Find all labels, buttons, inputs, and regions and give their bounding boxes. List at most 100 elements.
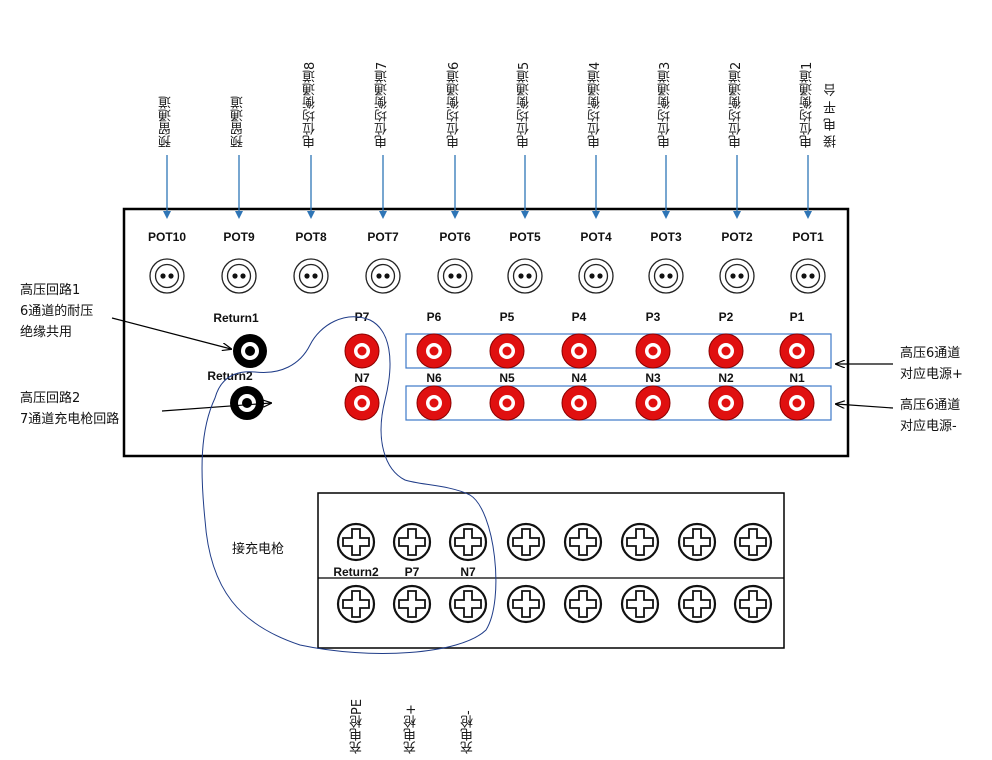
screw-cross — [569, 528, 597, 556]
pot-socket-pin — [597, 273, 603, 279]
hv-loop1-desc: 6通道的耐压 — [20, 304, 94, 319]
pot-channel-label: 电位均衡通道2 — [729, 61, 744, 148]
n-terminal-center — [502, 398, 512, 408]
hv6-minus-desc: 对应电源- — [900, 419, 957, 434]
pot-socket-pin — [160, 273, 166, 279]
screw-cross — [569, 590, 597, 618]
pot-socket-pin — [738, 273, 744, 279]
p-row-box — [405, 333, 832, 369]
main-panel — [122, 207, 850, 458]
screw-cross — [512, 528, 540, 556]
n-terminal-label: N1 — [789, 371, 805, 385]
pot-channel-label: 电位均衡通道7 — [375, 61, 390, 148]
pot-port-label: POT1 — [792, 230, 824, 244]
pot-socket-pin — [240, 273, 246, 279]
n-row-box — [405, 385, 832, 421]
hv6-plus-desc: 对应电源+ — [900, 367, 963, 382]
charging-gun-pin-label: 充电枪- — [461, 710, 476, 754]
pot-channel-label: 电位均衡通道3 — [658, 61, 673, 148]
p-terminal-center — [502, 346, 512, 356]
hv-loop2-desc: 7通道充电枪回路 — [20, 412, 120, 427]
pot-socket-pin — [456, 273, 462, 279]
pot-socket-pin — [518, 273, 524, 279]
n-terminal-center — [792, 398, 802, 408]
p-terminal-label: P5 — [500, 310, 515, 324]
screw-cross — [683, 590, 711, 618]
n-terminal-label: N3 — [645, 371, 661, 385]
terminal-block — [317, 492, 785, 649]
p-terminal-center — [429, 346, 439, 356]
screw-cross — [626, 590, 654, 618]
return1-terminal-center — [245, 346, 255, 356]
pot-port-label: POT4 — [580, 230, 612, 244]
n-terminal-label: N4 — [571, 371, 587, 385]
pot1-platform-label: 接 电 平 台 — [824, 83, 839, 148]
hv6-plus-title: 高压6通道 — [900, 346, 961, 361]
pot-socket-pin — [384, 273, 390, 279]
screw-cross — [398, 590, 426, 618]
screw-cross — [398, 528, 426, 556]
terminal-row-label: Return2 — [333, 565, 379, 579]
hv6-minus-title: 高压6通道 — [900, 398, 961, 413]
pot-socket-inner — [653, 263, 679, 289]
charging-gun-pin-label: 充电枪PE — [350, 698, 365, 754]
pot-socket-pin — [448, 273, 454, 279]
charging-gun-wire — [201, 316, 497, 654]
n-terminal-center — [574, 398, 584, 408]
p-terminal-label: P7 — [355, 310, 370, 324]
pot-socket-pin — [232, 273, 238, 279]
pot-socket-inner — [154, 263, 180, 289]
pot-socket-inner — [442, 263, 468, 289]
pot-channel-label: 电位均衡通道6 — [447, 61, 462, 148]
screw-cross — [739, 528, 767, 556]
n-terminal-label: N5 — [499, 371, 515, 385]
p-terminal-center — [721, 346, 731, 356]
pot-socket-inner — [370, 263, 396, 289]
pot-socket-pin — [801, 273, 807, 279]
p-terminal-label: P3 — [646, 310, 661, 324]
pot-socket-inner — [724, 263, 750, 289]
hv6-minus-arrow — [836, 404, 894, 408]
pot-channel-label: 电位均衡通道4 — [588, 61, 603, 148]
pot-socket-pin — [667, 273, 673, 279]
screw-cross — [739, 590, 767, 618]
pot-socket-pin — [376, 273, 382, 279]
pot-socket-pin — [659, 273, 665, 279]
p-terminal-label: P1 — [790, 310, 805, 324]
pot-port-label: POT10 — [148, 230, 186, 244]
pot-port-label: POT9 — [223, 230, 255, 244]
p-terminal-center — [574, 346, 584, 356]
pot-socket-pin — [730, 273, 736, 279]
screw-cross — [626, 528, 654, 556]
n-terminal-center — [357, 398, 367, 408]
return1-label: Return1 — [213, 311, 259, 325]
pot-socket-inner — [298, 263, 324, 289]
p-terminal-center — [357, 346, 367, 356]
pot-channel-label: 电位均衡通道1 — [800, 61, 815, 148]
terminal-row-label: N7 — [460, 565, 476, 579]
terminal-row-label: P7 — [405, 565, 420, 579]
hv-loop1-desc2: 绝缘共用 — [20, 325, 73, 340]
screw-cross — [454, 528, 482, 556]
p-terminal-label: P4 — [572, 310, 587, 324]
pot-socket-pin — [809, 273, 815, 279]
n-terminal-label: N2 — [718, 371, 734, 385]
n-terminal-center — [721, 398, 731, 408]
p-terminal-label: P2 — [719, 310, 734, 324]
pot-port-label: POT2 — [721, 230, 753, 244]
n-terminal-center — [648, 398, 658, 408]
pot-socket-inner — [583, 263, 609, 289]
screw-cross — [683, 528, 711, 556]
pot-socket-pin — [168, 273, 174, 279]
pot-socket-inner — [512, 263, 538, 289]
p-terminal-label: P6 — [427, 310, 442, 324]
hv-loop1-title: 高压回路1 — [20, 283, 81, 298]
charging-gun-pin-label: 充电枪+ — [404, 704, 419, 754]
n-terminal-label: N6 — [426, 371, 442, 385]
hv-loop2-title: 高压回路2 — [20, 391, 81, 406]
screw-cross — [342, 590, 370, 618]
p-terminal-center — [792, 346, 802, 356]
pot-socket-inner — [795, 263, 821, 289]
pot-port-label: POT8 — [295, 230, 327, 244]
